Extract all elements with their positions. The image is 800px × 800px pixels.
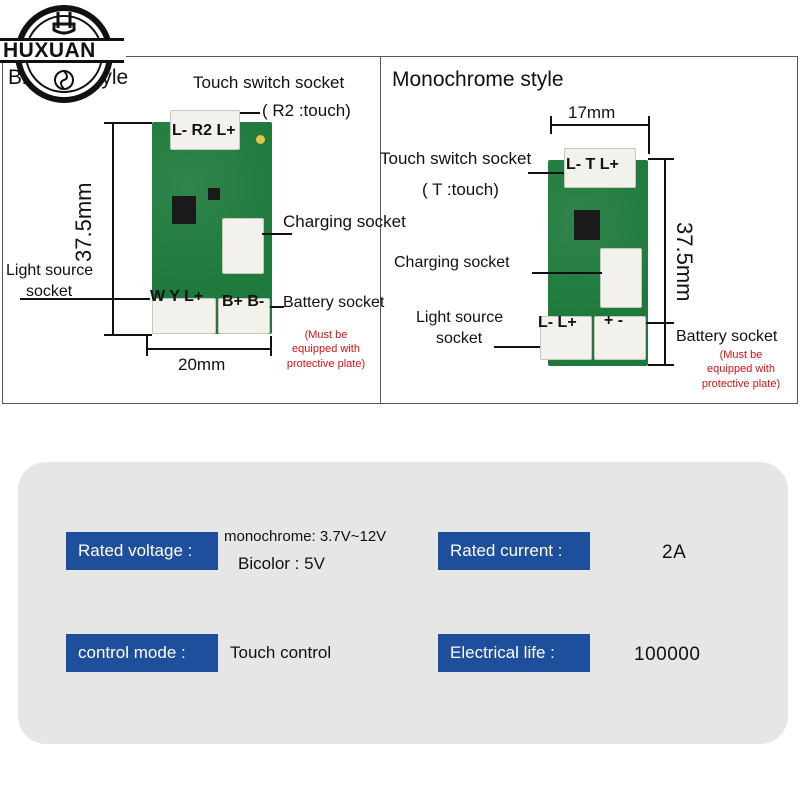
right-light-arrow	[494, 346, 540, 348]
left-light-pins: W Y L+	[150, 288, 204, 305]
left-small-chip	[208, 188, 220, 200]
right-warning-line-1: (Must be	[719, 349, 763, 361]
left-battery-pins: B+ B-	[222, 293, 265, 310]
logo-brand-text: HUXUAN	[3, 39, 96, 62]
right-width-dim-line	[550, 124, 650, 126]
left-width-dim-left	[146, 336, 148, 356]
rated-voltage-tag: Rated voltage :	[66, 532, 218, 570]
left-width-dim-right	[270, 336, 272, 356]
electrical-life-value: 100000	[634, 644, 701, 665]
diagram-divider	[380, 56, 381, 404]
left-battery-label: Battery socket	[283, 294, 385, 311]
right-height-dim-line	[664, 158, 666, 366]
rated-current-value: 2A	[662, 542, 687, 563]
left-warning-line-3: protective plate)	[286, 357, 366, 370]
left-pad	[256, 135, 265, 144]
right-warning: (Must be equipped with protective plate)	[688, 348, 794, 391]
right-warning-line-3: protective plate)	[701, 377, 781, 390]
right-charging-label: Charging socket	[394, 254, 510, 271]
right-light-label-2: socket	[436, 330, 483, 347]
right-light-connector	[540, 316, 592, 360]
left-charging-label: Charging socket	[283, 212, 406, 231]
left-light-connector	[152, 298, 216, 334]
left-warning-line-1: (Must be	[304, 329, 348, 341]
left-width-dim: 20mm	[178, 355, 226, 374]
right-touch-pin-note: ( T :touch)	[422, 180, 499, 199]
left-warning-line-2: equipped with	[292, 343, 360, 356]
right-width-dim: 17mm	[568, 103, 616, 122]
right-charging-arrow	[532, 272, 602, 274]
left-height-dim: 37.5mm	[71, 182, 96, 262]
left-touch-switch-label: Touch switch socket	[193, 73, 345, 92]
electrical-life-tag: Electrical life :	[438, 634, 590, 672]
left-battery-arrow	[270, 306, 284, 308]
left-light-label-2: socket	[26, 283, 73, 300]
left-height-dim-line	[112, 122, 114, 336]
left-charging-arrow	[262, 233, 292, 235]
left-height-dim-bottom	[104, 334, 152, 336]
right-charging-connector	[600, 248, 642, 308]
left-battery-connector	[218, 298, 270, 334]
right-height-dim: 37.5mm	[672, 222, 697, 302]
right-warning-line-2: equipped with	[707, 363, 775, 376]
right-touch-pins: L- T L+	[566, 156, 619, 173]
right-battery-arrow	[646, 322, 674, 324]
huxuan-logo: HUXUAN	[0, 0, 128, 104]
right-height-dim-top	[648, 158, 674, 160]
left-ic-chip	[172, 196, 196, 224]
right-light-label-1: Light source	[416, 309, 504, 326]
right-touch-switch-label: Touch switch socket	[380, 149, 532, 168]
right-battery-pins: + -	[604, 312, 624, 329]
left-touch-pin-note: ( R2 :touch)	[262, 101, 351, 120]
right-battery-connector	[594, 316, 646, 360]
left-height-dim-top	[104, 122, 152, 124]
left-charging-connector	[222, 218, 264, 274]
right-touch-arrow	[528, 172, 564, 174]
right-height-dim-bottom	[648, 364, 674, 366]
right-ic-chip	[574, 210, 600, 240]
rated-voltage-line-1: monochrome: 3.7V~12V	[224, 528, 387, 545]
right-width-dim-left	[550, 116, 552, 134]
right-battery-label: Battery socket	[676, 328, 778, 345]
right-width-dim-right	[648, 116, 650, 154]
left-touch-pins: L- R2 L+	[172, 122, 236, 139]
left-light-arrow	[20, 298, 150, 300]
right-touch-connector	[564, 148, 636, 188]
left-width-dim-line	[146, 348, 272, 350]
control-mode-tag: control mode :	[66, 634, 218, 672]
left-light-label-1: Light source	[6, 262, 94, 279]
right-diagram-title: Monochrome style	[392, 68, 564, 91]
spec-panel	[18, 462, 788, 744]
left-warning: (Must be equipped with protective plate)	[274, 328, 378, 371]
rated-voltage-line-2: Bicolor : 5V	[238, 554, 325, 573]
left-touch-connector	[170, 110, 240, 150]
control-mode-value: Touch control	[230, 643, 332, 662]
rated-current-tag: Rated current :	[438, 532, 590, 570]
right-light-pins: L- L+	[538, 314, 577, 331]
